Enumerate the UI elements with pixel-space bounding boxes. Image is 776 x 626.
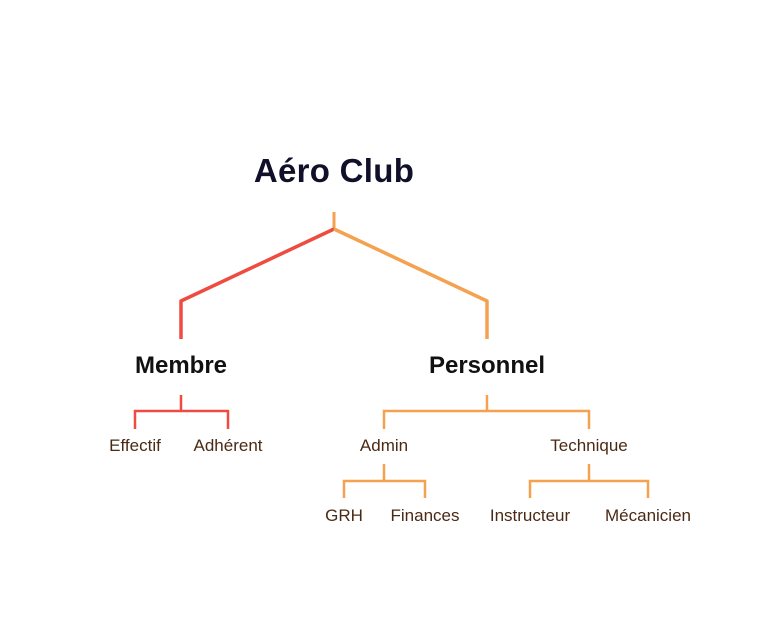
- node-mecanicien: Mécanicien: [605, 506, 691, 525]
- node-finances: Finances: [390, 506, 460, 525]
- node-membre: Membre: [134, 352, 228, 379]
- root-node: Aéro Club: [253, 152, 415, 189]
- node-effectif: Effectif: [109, 436, 161, 455]
- node-adherent: Adhérent: [193, 436, 263, 455]
- node-personnel: Personnel: [428, 352, 546, 379]
- connector-personnel-children: [382, 395, 591, 429]
- node-technique: Technique: [550, 436, 628, 455]
- connector-membre-children: [133, 395, 230, 429]
- connector-root-membre: [179, 227, 335, 339]
- connector-technique-children: [528, 464, 650, 498]
- connector-admin-children: [342, 464, 427, 498]
- node-instructeur: Instructeur: [489, 506, 571, 525]
- node-grh: GRH: [325, 506, 363, 525]
- connector-root-personnel: [333, 227, 489, 339]
- node-admin: Admin: [359, 436, 409, 455]
